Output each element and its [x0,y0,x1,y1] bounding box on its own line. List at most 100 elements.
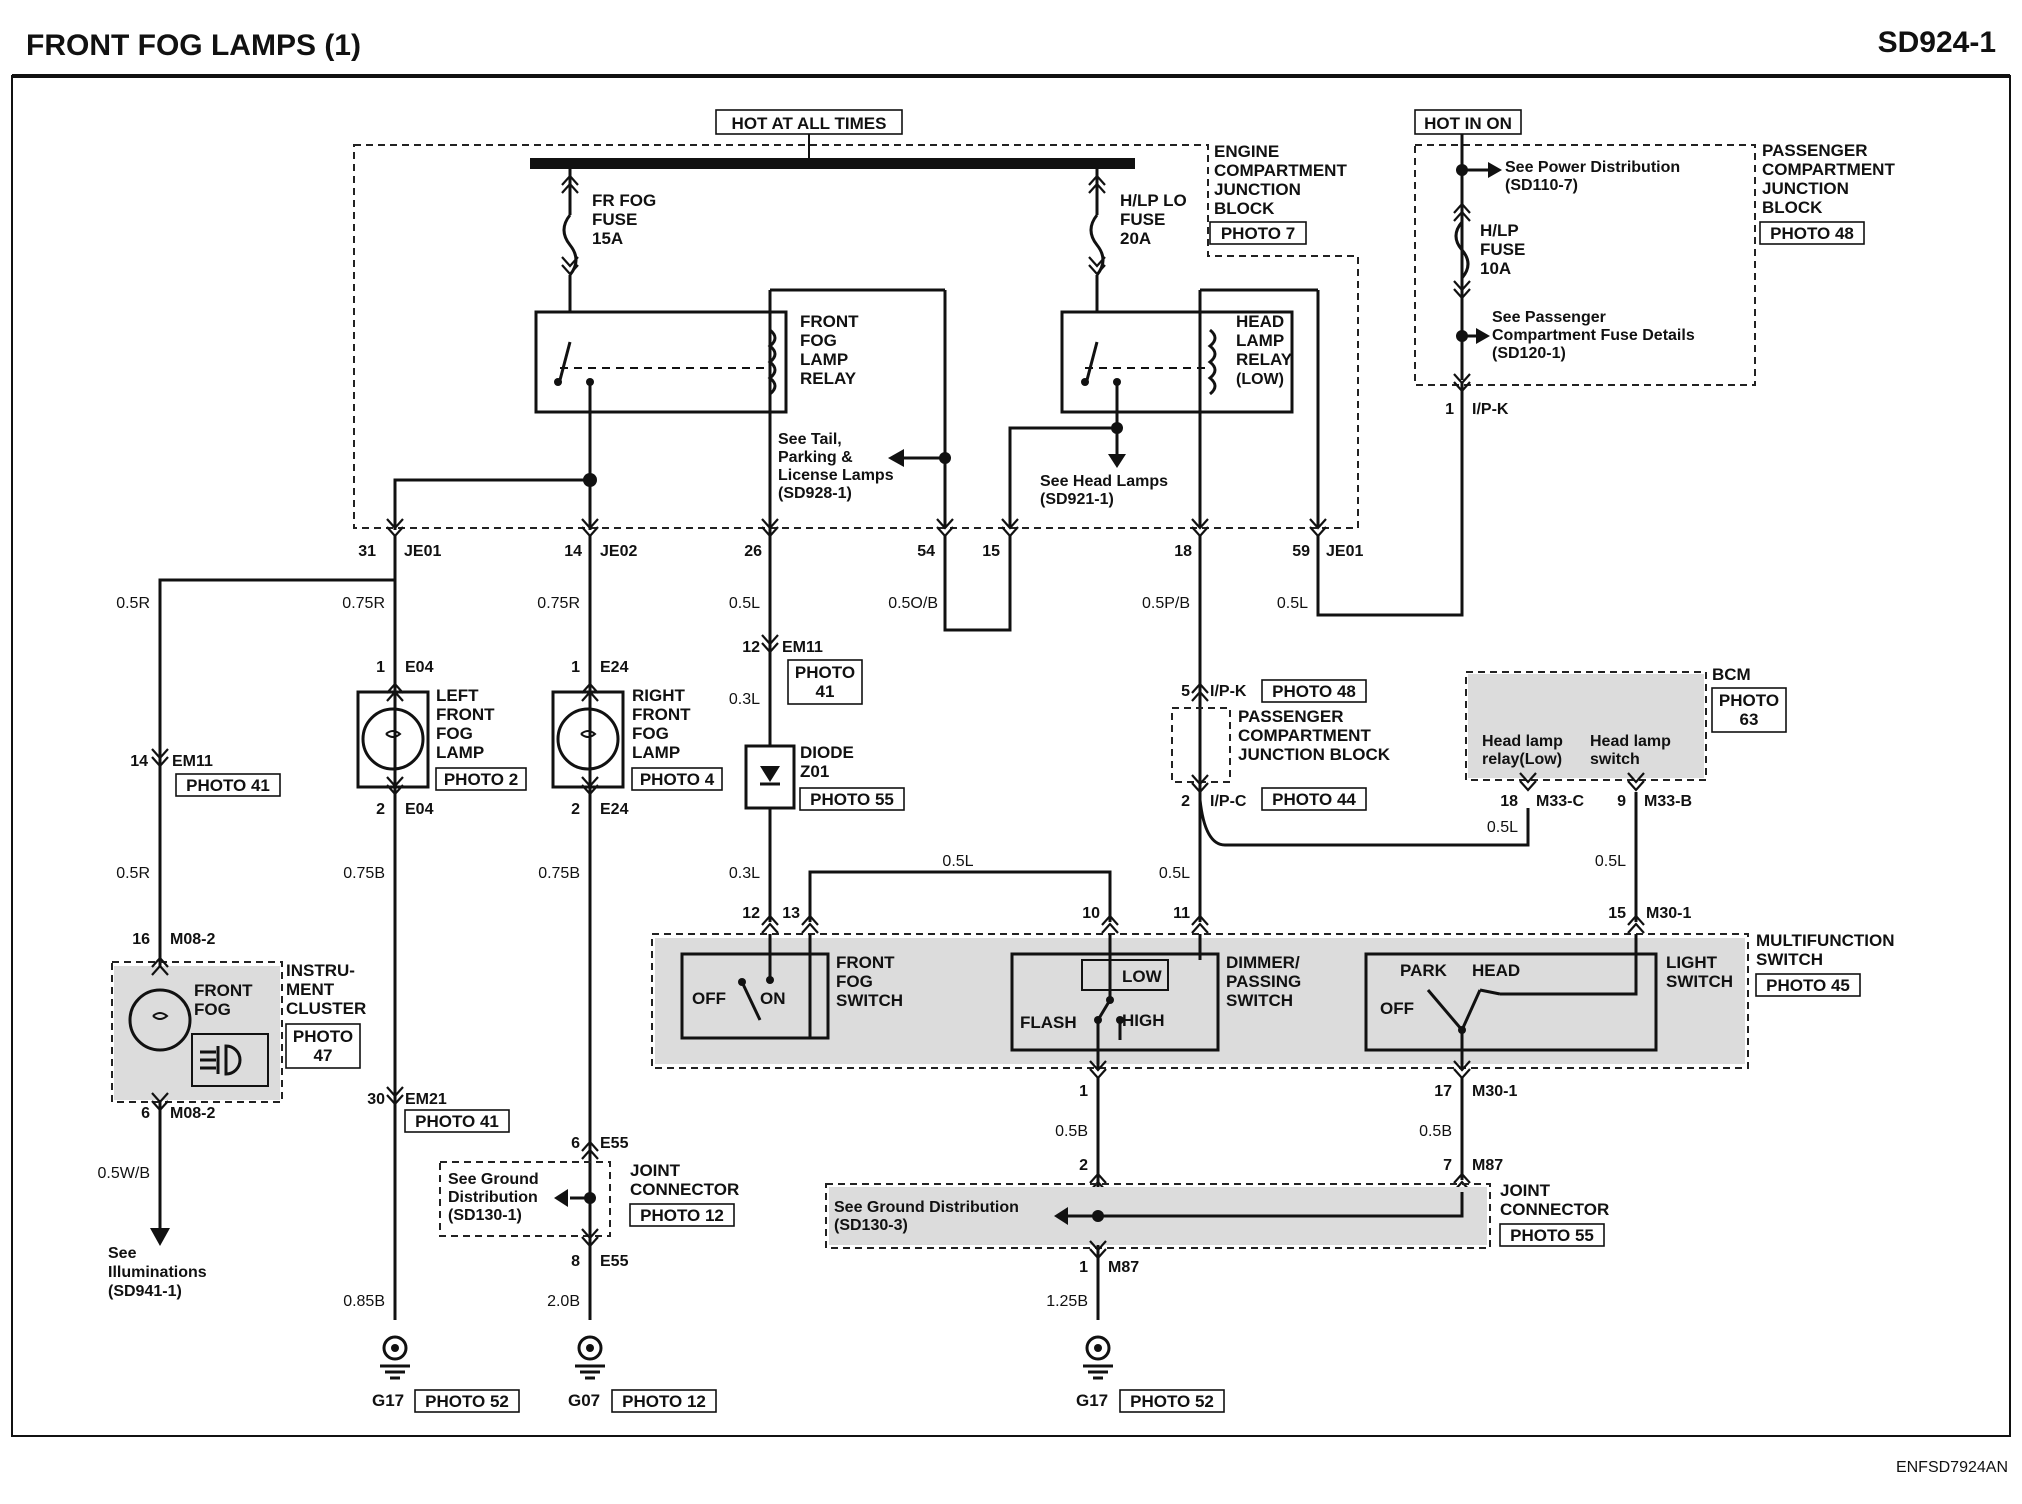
diagram-label: EM11 [172,753,213,770]
diagram-label: JUNCTION BLOCK [1238,745,1391,764]
diagram-label: 14 [564,543,582,560]
diagram-label: M87 [1108,1259,1139,1276]
passenger-junction-mid: 0.5P/B 5 I/P-K PHOTO 48 PASSENGER COMPAR… [1142,536,1530,935]
diagram-label: FOG [194,1000,231,1019]
diagram-label: 1 [1079,1259,1088,1276]
diagram-label: 14 [130,753,148,770]
diagram-label: (SD928-1) [778,485,852,502]
fr-fog-fuse: FR FOG FUSE 15A [560,169,656,312]
diagram-label: PHOTO 48 [1272,682,1356,701]
diagram-label: 9 [1617,793,1626,810]
diagram-label: 11 [1173,905,1190,922]
diagram-label: JUNCTION [1214,180,1301,199]
diagram-label: 0.5B [1419,1123,1452,1140]
diagram-label: HIGH [1122,1011,1165,1030]
diagram-label: FUSE [1120,210,1165,229]
diagram-label: OFF [1380,999,1414,1018]
diagram-label: (SD921-1) [1040,491,1114,508]
footer-code: ENFSD7924AN [1896,1459,2008,1476]
diagram-label: 18 [1500,793,1518,810]
diagram-label: 12 [742,905,760,922]
diagram-label: 0.5L [1277,595,1308,612]
diagram-label: PHOTO 41 [415,1112,499,1131]
diagram-label: 0.75B [538,865,580,882]
diagram-label: 0.3L [729,865,760,882]
diagram-label: SWITCH [1226,991,1293,1010]
diagram-label: 31 [358,543,376,560]
diagram-label: 63 [1740,710,1759,729]
diode-branch: 0.5L 12 EM11 PHOTO 41 0.3L DIODE Z01 PHO… [729,536,1120,935]
diagram-label: 12 [742,639,760,656]
passenger-junction-block: HOT IN ON See Power Distribution (SD110-… [1414,109,1895,418]
diagram-label: SWITCH [1666,972,1733,991]
diagram-label: PHOTO 52 [1130,1392,1214,1411]
diagram-label: E55 [600,1253,629,1270]
diagram-label: SWITCH [1756,950,1823,969]
diagram-label: 0.5B [1055,1123,1088,1140]
diagram-label: PHOTO 2 [444,770,518,789]
diagram-label: PHOTO 55 [810,790,894,809]
diagram-label: M08-2 [170,931,215,948]
diagram-label: EM11 [782,639,823,656]
diagram-label: (SD120-1) [1492,345,1566,362]
diagram-label: PHOTO 12 [640,1206,724,1225]
diagram-label: DIODE [800,743,854,762]
diagram-label: FR FOG [592,191,656,210]
diagram-label: See [108,1245,137,1262]
diagram-label: See Ground [448,1171,539,1188]
diagram-label: PHOTO 44 [1272,790,1356,809]
diagram-label: SWITCH [836,991,903,1010]
diagram-code: SD924-1 [1878,26,1996,59]
diagram-label: BLOCK [1762,198,1823,217]
tail-lamps-reference: See Tail, Parking & License Lamps (SD928… [778,431,1168,508]
diagram-label: M30-1 [1646,905,1691,922]
diagram-label: DIMMER/ [1226,953,1300,972]
diagram-label: 0.5L [1595,853,1626,870]
diagram-label: PHOTO 55 [1510,1226,1594,1245]
diagram-label: 54 [917,543,935,560]
diagram-label: LAMP [436,743,484,762]
diagram-label: 2.0B [547,1293,580,1310]
diagram-label: PHOTO 41 [186,776,270,795]
diagram-label: PASSENGER [1762,141,1868,160]
diagram-label: 7 [1443,1157,1452,1174]
diagram-label: 0.75R [537,595,580,612]
diagram-label: switch [1590,751,1640,768]
diagram-label: COMPARTMENT [1762,160,1895,179]
diagram-label: JE01 [1326,543,1363,560]
diagram-label: E04 [405,801,434,818]
diagram-label: FRONT [436,705,495,724]
photo-7-label: PHOTO 7 [1221,224,1295,243]
diagram-label: MULTIFUNCTION [1756,931,1895,950]
diagram-label: E04 [405,659,434,676]
diagram-label: M33-B [1644,793,1692,810]
diagram-label: JE02 [600,543,637,560]
diagram-label: 1.25B [1046,1293,1088,1310]
diagram-label: E24 [600,801,629,818]
diagram-label: See Head Lamps [1040,473,1168,490]
diagram-label: See Passenger [1492,309,1606,326]
instrument-cluster-branch: 0.5R 14 EM11 PHOTO 41 0.5R 16 M08-2 FRON… [98,578,395,1300]
diagram-label: 16 [132,931,150,948]
engine-junction-block: HOT AT ALL TIMES ENGINE COMPARTMENT JUNC… [353,109,1359,529]
diagram-label: 0.5P/B [1142,595,1190,612]
diagram-label: 2 [1079,1157,1088,1174]
diagram-label: FUSE [592,210,637,229]
diagram-label: 0.5L [1159,865,1190,882]
diagram-label: LAMP [1236,331,1284,350]
diagram-label: RIGHT [632,686,686,705]
diagram-label: M30-1 [1472,1083,1517,1100]
diagram-label: FOG [800,331,837,350]
hot-at-all-times-tag: HOT AT ALL TIMES [732,114,887,133]
diagram-label: PASSENGER [1238,707,1344,726]
diagram-label: HEAD [1472,961,1520,980]
left-fog-lamp-branch: 0.75R 1 E04 LEFT FRONT FOG LAMP PHOTO 2 … [342,536,527,1413]
header: FRONT FOG LAMPS (1) SD924-1 [12,26,2010,78]
front-fog-lamp-relay: FRONT FOG LAMP RELAY [534,288,947,560]
diagram-label: 41 [816,682,835,701]
diagram-label: Compartment Fuse Details [1492,327,1695,344]
diagram-label: PHOTO 48 [1770,224,1854,243]
diagram-label: 2 [1181,793,1190,810]
diagram-label: BCM [1712,665,1751,684]
